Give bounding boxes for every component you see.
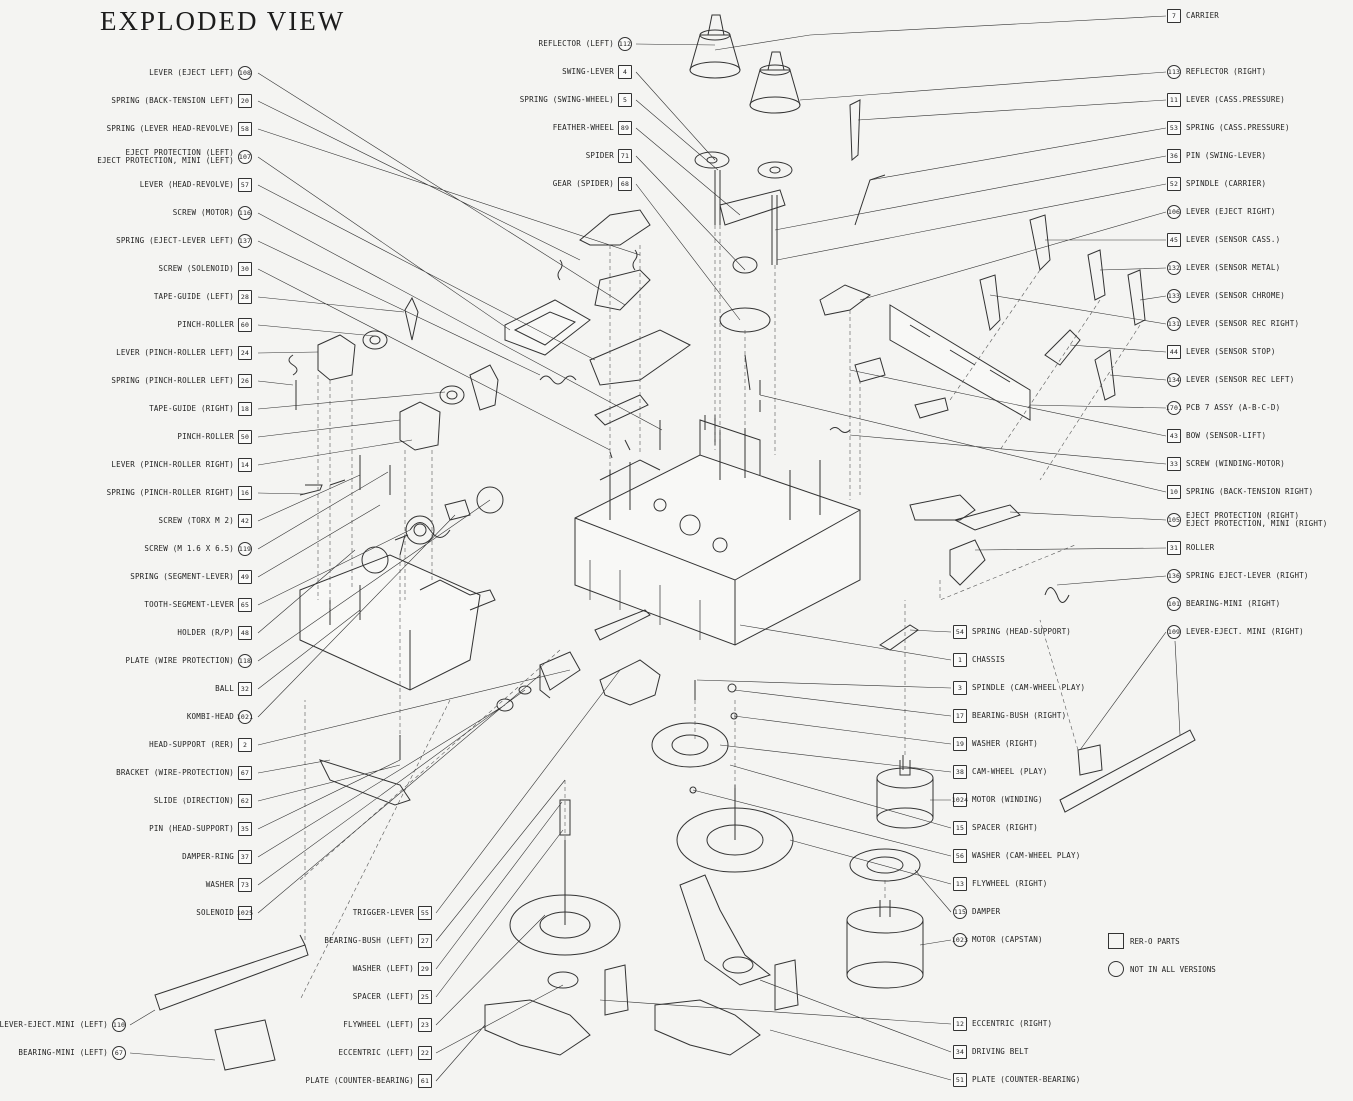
chassis-drawing <box>574 419 861 646</box>
not-in-all-versions-symbol <box>1108 961 1124 977</box>
rer-parts-symbol <box>1108 933 1124 949</box>
pcb-drawing <box>889 304 1031 421</box>
legend-rer-parts: RER-O PARTS <box>1108 932 1180 950</box>
legend-not-in-all-versions: NOT IN ALL VERSIONS <box>1108 960 1216 978</box>
head-holder-drawing <box>299 554 496 691</box>
motor-winding-drawing <box>876 760 934 829</box>
motor-capstan-drawing <box>846 900 924 989</box>
page-title: EXPLODED VIEW <box>100 6 346 36</box>
carrier-drawing <box>689 14 801 114</box>
